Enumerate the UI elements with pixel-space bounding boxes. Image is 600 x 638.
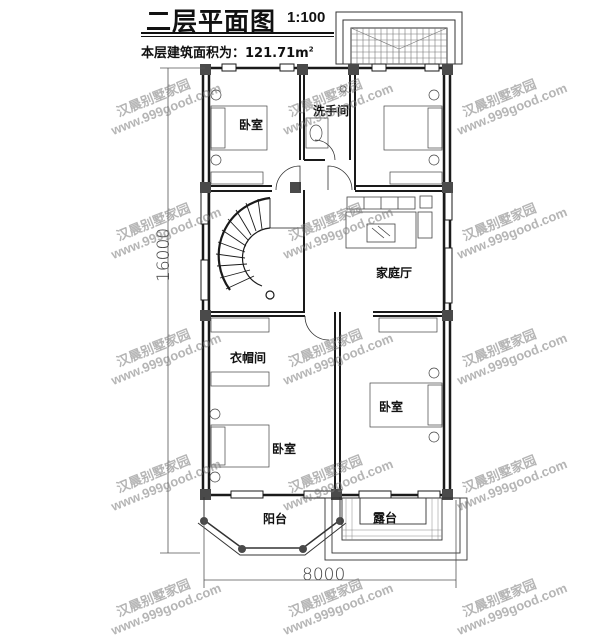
room-label-terrace: 露台 (373, 511, 398, 525)
floor-area-label: 本层建筑面积为：121.71m2 (141, 45, 314, 61)
sofa-set (345, 195, 433, 249)
bed-sw (209, 408, 270, 483)
wardrobes (210, 317, 438, 387)
title-underline (141, 32, 334, 34)
room-label-family-room: 家庭厅 (376, 266, 413, 280)
dimension-horizontal: 8000 (302, 565, 346, 585)
room-label-cloakroom: 衣帽间 (230, 351, 267, 365)
bed-se (369, 367, 443, 443)
interior-walls (209, 68, 444, 495)
bed-nw (210, 89, 268, 185)
balcony-bay (197, 497, 347, 556)
south-terrace (324, 497, 468, 561)
dimension-lines (160, 67, 457, 588)
title-underline-thin (141, 36, 334, 37)
room-label-bedroom-sw: 卧室 (272, 442, 297, 456)
drawing-scale: 1:100 (287, 9, 326, 26)
room-label-bedroom-se: 卧室 (379, 400, 404, 414)
bed-ne (383, 89, 443, 185)
drawing-title: 二层平面图 (146, 7, 277, 36)
dimension-vertical: 16000 (154, 227, 174, 282)
room-label-balcony: 阳台 (263, 512, 288, 526)
spiral-staircase (215, 196, 304, 300)
room-label-bedroom-nw: 卧室 (239, 118, 264, 132)
structural-columns (200, 64, 453, 500)
room-label-bathroom: 洗手间 (313, 104, 350, 118)
floor-plan-drawing (160, 11, 468, 588)
